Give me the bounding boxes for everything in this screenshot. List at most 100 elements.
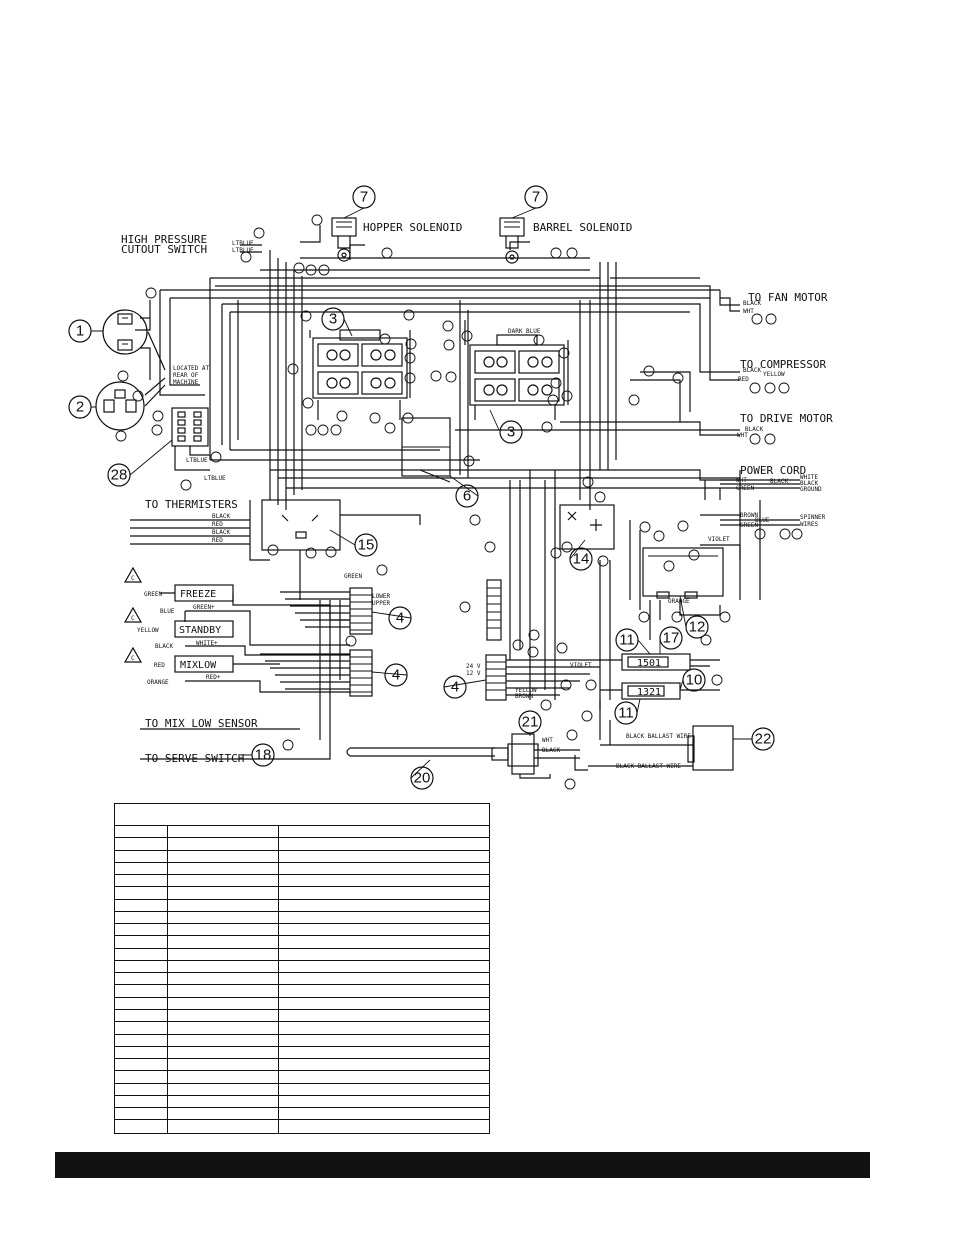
legend-table-cell: [168, 850, 279, 862]
wire-brown-strip: BROWN: [515, 693, 533, 700]
svg-text:4: 4: [451, 679, 459, 696]
bubble-2: 2: [68, 395, 92, 419]
wire-green-spinner: GREEN: [740, 522, 758, 529]
legend-table-cell: [115, 899, 168, 911]
svg-text:1: 1: [76, 323, 84, 340]
label-dark-blue: DARK BLUE: [508, 328, 541, 335]
terminal-strip-lower: [260, 649, 373, 697]
legend-table-cell: [279, 1096, 489, 1107]
label-green-plus: GREEN+: [193, 604, 215, 611]
caution-c-1: C: [131, 575, 135, 582]
legend-table-cell: [115, 826, 168, 838]
hopper-solenoid-symbol: [331, 217, 357, 262]
legend-table-row: [115, 936, 489, 949]
legend-table-cell: [115, 1022, 168, 1034]
legend-table-row: [115, 875, 489, 888]
led-freeze-text: FREEZE: [180, 589, 216, 600]
relay-block-left: [309, 329, 411, 420]
legend-table-cell: [168, 924, 279, 936]
svg-text:15: 15: [358, 537, 375, 554]
legend-table-cell: [168, 1034, 279, 1046]
label-spinner: SPINNER: [800, 514, 826, 521]
wire-ltblue-4: LTBLUE: [204, 475, 226, 482]
label-to-serve-switch: TO SERVE SWITCH: [145, 752, 244, 765]
terminal-strip-right: [485, 654, 600, 701]
wire-green-15: GREEN: [344, 573, 362, 580]
legend-table-cell: [115, 1046, 168, 1059]
label-wires: WIRES: [800, 521, 818, 528]
wire-yellow-comp: YELLOW: [763, 371, 785, 378]
legend-table-cell: [168, 1046, 279, 1059]
connector-28: [171, 407, 210, 471]
bubble-12: 12: [685, 615, 709, 639]
svg-text:11: 11: [618, 705, 634, 722]
svg-text:21: 21: [522, 714, 539, 731]
wire-red-comp: RED: [738, 376, 749, 383]
connector-15: [249, 499, 421, 600]
legend-table-cell: [279, 912, 489, 923]
label-yellow: YELLOW: [137, 627, 159, 634]
bubble-leaders: [91, 207, 752, 779]
svg-text:14: 14: [573, 551, 590, 568]
wire-wht-drive: WHT: [737, 432, 748, 439]
svg-text:7: 7: [360, 189, 368, 206]
legend-table-cell: [168, 985, 279, 997]
svg-text:12: 12: [689, 619, 706, 636]
wire-red-t1: RED: [212, 521, 223, 528]
label-to-thermisters: TO THERMISTERS: [145, 498, 238, 511]
wire-orange-board: ORANGE: [668, 598, 690, 605]
legend-table-cell: [115, 1009, 168, 1022]
svg-text:4: 4: [396, 610, 404, 627]
legend-table-cell: [168, 838, 279, 850]
connector-14: [559, 504, 615, 550]
legend-table-row: [115, 899, 489, 912]
label-upper: UPPER: [372, 600, 390, 607]
legend-table-cell: [279, 851, 489, 862]
legend-table-row: [115, 911, 489, 925]
legend-table-cell: [115, 924, 168, 936]
legend-table-row: [115, 948, 489, 961]
terminal-block-6: [401, 417, 451, 483]
bubble-11-top: 11: [615, 628, 639, 652]
terminal-strip-55: [486, 579, 502, 641]
bubble-11-bottom: 11: [614, 701, 638, 725]
legend-table-row: [115, 1095, 489, 1109]
led-panel: [160, 584, 350, 693]
legend-table-cell: [279, 875, 489, 886]
legend-table-row: [115, 1009, 489, 1023]
wire-violet-strip: VIOLET: [570, 662, 592, 669]
label-ballast-1: BLACK BALLAST WIRE: [626, 733, 691, 740]
wire-number-circles: [115, 214, 803, 790]
legend-table-cell: [115, 1034, 168, 1046]
label-to-mix-low-sensor: TO MIX LOW SENSOR: [145, 717, 258, 730]
legend-table-row: [115, 960, 489, 974]
wire-black-t2: BLACK: [212, 529, 230, 536]
legend-table-cell: [168, 899, 279, 911]
legend-table-row: [115, 826, 489, 839]
legend-table-cell: [168, 1059, 279, 1071]
thermister-wires: [130, 519, 250, 545]
legend-table-header: [115, 804, 489, 826]
wire-wht-fan: WHT: [743, 308, 754, 315]
timer-1321: [600, 682, 720, 700]
label-to-compressor: TO COMPRESSOR: [740, 358, 826, 371]
sensor-wires: [140, 700, 331, 760]
label-to-drive-motor: TO DRIVE MOTOR: [740, 412, 833, 425]
legend-table-cell: [115, 1095, 168, 1108]
bubble-18: 18: [251, 743, 275, 767]
power-cord-wires: [720, 479, 800, 489]
legend-table-cell: [168, 936, 279, 948]
misc-wires: [319, 470, 761, 740]
legend-table-row: [115, 1083, 489, 1096]
text-labels: HIGH PRESSURE CUTOUT SWITCH HOPPER SOLEN…: [121, 221, 833, 770]
svg-text:20: 20: [414, 770, 431, 787]
label-to-fan-motor: TO FAN MOTOR: [748, 291, 828, 304]
legend-table-cell: [279, 1120, 489, 1132]
label-located-3: MACHINE: [173, 379, 199, 386]
bubble-15: 15: [354, 533, 378, 557]
legend-table-cell: [115, 875, 168, 887]
legend-table-row: [115, 1108, 489, 1121]
legend-table-cell: [115, 1071, 168, 1083]
svg-text:2: 2: [76, 399, 84, 416]
bubble-21: 21: [518, 710, 542, 734]
